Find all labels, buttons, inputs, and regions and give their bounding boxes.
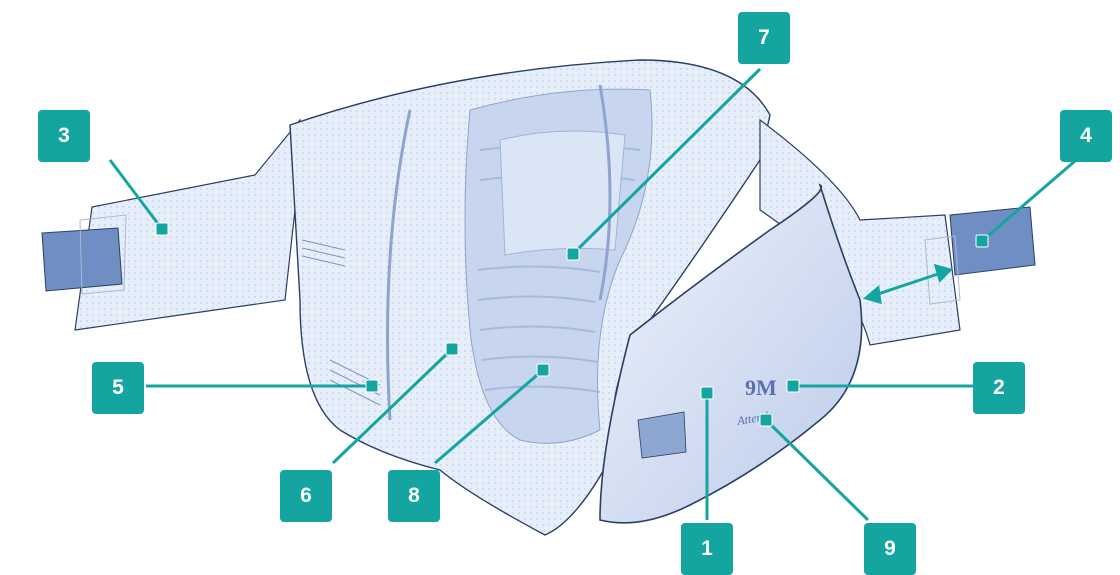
landing-zone-patch xyxy=(638,412,686,458)
size-marking: 9M xyxy=(745,375,777,400)
callout-3: 3 xyxy=(38,110,90,162)
callout-dot-6 xyxy=(446,343,459,356)
callout-4: 4 xyxy=(1060,110,1112,162)
callout-dot-8 xyxy=(537,364,550,377)
callout-7: 7 xyxy=(738,12,790,64)
callout-6: 6 xyxy=(280,470,332,522)
callout-dot-2 xyxy=(787,380,800,393)
callout-dot-9 xyxy=(760,414,773,427)
callout-dot-4 xyxy=(976,235,989,248)
callout-dot-5 xyxy=(366,380,379,393)
acquisition-layer xyxy=(500,131,625,255)
callout-dot-7 xyxy=(567,248,580,261)
callout-9: 9 xyxy=(864,523,916,575)
callout-2: 2 xyxy=(973,362,1025,414)
callout-8: 8 xyxy=(388,470,440,522)
right-fastening-tab xyxy=(950,207,1035,275)
callout-dot-3 xyxy=(156,223,169,236)
callout-1: 1 xyxy=(681,523,733,575)
callout-5: 5 xyxy=(92,362,144,414)
left-side-panel xyxy=(75,120,300,330)
callout-dot-1 xyxy=(701,387,714,400)
